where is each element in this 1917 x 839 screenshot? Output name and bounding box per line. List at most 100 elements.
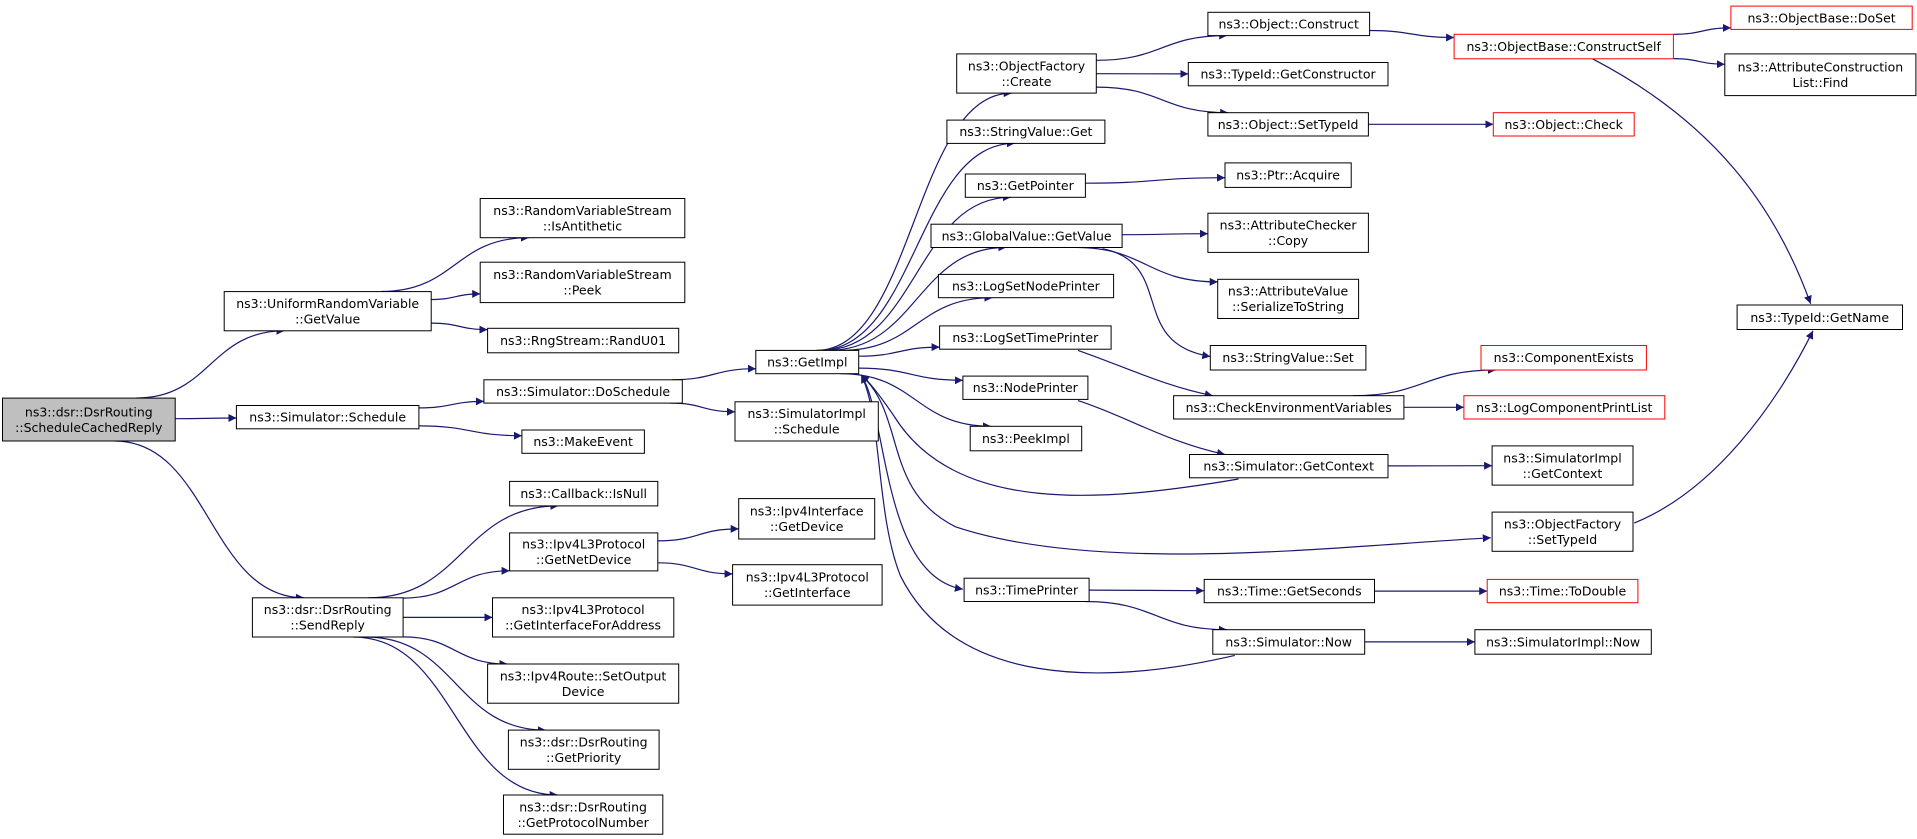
node-box[interactable] — [937, 273, 1115, 299]
node-stringvalue_set[interactable]: ns3::StringValue::Set — [1209, 345, 1367, 371]
node-checkenvvars[interactable]: ns3::CheckEnvironmentVariables — [1173, 395, 1405, 420]
node-sim_schedule[interactable]: ns3::Simulator::Schedule — [235, 405, 420, 430]
node-box[interactable] — [503, 794, 664, 835]
node-object_check[interactable]: ns3::Object::Check — [1492, 112, 1635, 137]
node-objfactory_create[interactable]: ns3::ObjectFactory::Create — [956, 53, 1097, 94]
node-box[interactable] — [930, 223, 1123, 248]
node-box[interactable] — [963, 577, 1090, 603]
node-getimpl[interactable]: ns3::GetImpl — [755, 349, 860, 375]
node-componentexists[interactable]: ns3::ComponentExists — [1480, 345, 1647, 371]
node-box[interactable] — [734, 401, 879, 442]
node-time_todouble[interactable]: ns3::Time::ToDouble — [1486, 578, 1639, 604]
node-sim_getcontext[interactable]: ns3::Simulator::GetContext — [1189, 454, 1389, 479]
node-rvs_peek[interactable]: ns3::RandomVariableStream::Peek — [479, 261, 686, 304]
node-box[interactable] — [487, 327, 680, 354]
node-box[interactable] — [1207, 212, 1369, 253]
node-dsr_getpriority[interactable]: ns3::dsr::DsrRouting::GetPriority — [507, 729, 660, 770]
node-box[interactable] — [1224, 162, 1352, 188]
node-stringvalue_get[interactable]: ns3::StringValue::Get — [946, 119, 1106, 144]
node-sim_now[interactable]: ns3::Simulator::Now — [1212, 629, 1366, 655]
node-box[interactable] — [1189, 454, 1389, 479]
node-rvs_isanti[interactable]: ns3::RandomVariableStream::IsAntithetic — [479, 198, 686, 239]
node-sendreply[interactable]: ns3::dsr::DsrRouting::SendReply — [251, 597, 404, 638]
node-box[interactable] — [732, 564, 883, 606]
node-attrchecker_copy[interactable]: ns3::AttributeChecker::Copy — [1207, 212, 1369, 253]
node-urv_getvalue[interactable]: ns3::UniformRandomVariable::GetValue — [223, 291, 432, 332]
node-box[interactable] — [1736, 304, 1903, 330]
node-box[interactable] — [509, 532, 659, 572]
node-ptr_acquire[interactable]: ns3::Ptr::Acquire — [1224, 162, 1352, 188]
node-simimpl_getcontext[interactable]: ns3::SimulatorImpl::GetContext — [1491, 445, 1634, 486]
node-box[interactable] — [479, 261, 686, 304]
node-box[interactable] — [1491, 445, 1634, 486]
node-box[interactable] — [738, 498, 876, 540]
node-objbase_constructself[interactable]: ns3::ObjectBase::ConstructSelf — [1453, 33, 1674, 60]
node-logsettimeprinter[interactable]: ns3::LogSetTimePrinter — [939, 325, 1112, 350]
node-objbase_doset[interactable]: ns3::ObjectBase::DoSet — [1730, 5, 1913, 30]
node-object_settypeid[interactable]: ns3::Object::SetTypeId — [1207, 112, 1369, 137]
node-box[interactable] — [483, 379, 683, 404]
node-box[interactable] — [1207, 112, 1369, 137]
node-box[interactable] — [1203, 578, 1375, 604]
node-attrvalue_serialize[interactable]: ns3::AttributeValue::SerializeToString — [1217, 278, 1360, 319]
node-objfactory_settypeid[interactable]: ns3::ObjectFactory::SetTypeId — [1491, 511, 1634, 552]
node-box[interactable] — [1463, 395, 1666, 420]
node-box[interactable] — [487, 663, 680, 704]
node-time_getseconds[interactable]: ns3::Time::GetSeconds — [1203, 578, 1375, 604]
node-box[interactable] — [964, 173, 1086, 198]
node-simimpl_schedule[interactable]: ns3::SimulatorImpl::Schedule — [734, 401, 879, 442]
node-box[interactable] — [521, 429, 645, 454]
node-object_construct[interactable]: ns3::Object::Construct — [1207, 11, 1371, 37]
node-box[interactable] — [235, 405, 420, 430]
node-box[interactable] — [2, 397, 176, 442]
node-box[interactable] — [1187, 62, 1389, 87]
node-box[interactable] — [1486, 578, 1639, 604]
node-box[interactable] — [479, 198, 686, 239]
node-ipv4if_getdevice[interactable]: ns3::Ipv4Interface::GetDevice — [738, 498, 876, 540]
node-box[interactable] — [956, 53, 1097, 94]
node-root[interactable]: ns3::dsr::DsrRouting::ScheduleCachedRepl… — [2, 397, 176, 442]
node-box[interactable] — [1492, 112, 1635, 137]
node-globalvalue_getvalue[interactable]: ns3::GlobalValue::GetValue — [930, 223, 1123, 248]
node-nodeprinter[interactable]: ns3::NodePrinter — [962, 375, 1089, 400]
node-timeprinter[interactable]: ns3::TimePrinter — [963, 577, 1090, 603]
node-logsetnodeprinter[interactable]: ns3::LogSetNodePrinter — [937, 273, 1115, 299]
node-logcomponentprintlist[interactable]: ns3::LogComponentPrintList — [1463, 395, 1666, 420]
node-box[interactable] — [1724, 53, 1917, 97]
node-box[interactable] — [1730, 5, 1913, 30]
node-box[interactable] — [755, 349, 860, 375]
node-typeid_getname[interactable]: ns3::TypeId::GetName — [1736, 304, 1903, 330]
node-sim_doschedule[interactable]: ns3::Simulator::DoSchedule — [483, 379, 683, 404]
node-box[interactable] — [939, 325, 1112, 350]
node-box[interactable] — [223, 291, 432, 332]
node-rng_randu01[interactable]: ns3::RngStream::RandU01 — [487, 327, 680, 354]
node-box[interactable] — [1173, 395, 1405, 420]
node-ipv4l3_getnetdevice[interactable]: ns3::Ipv4L3Protocol::GetNetDevice — [509, 532, 659, 572]
node-box[interactable] — [1453, 33, 1674, 60]
node-box[interactable] — [507, 729, 660, 770]
node-ipv4l3_getifaddr[interactable]: ns3::Ipv4L3Protocol::GetInterfaceForAddr… — [492, 597, 675, 638]
node-cb_isnull[interactable]: ns3::Callback::IsNull — [509, 480, 659, 507]
node-box[interactable] — [969, 425, 1083, 452]
node-simimpl_now[interactable]: ns3::SimulatorImpl::Now — [1474, 629, 1652, 655]
node-box[interactable] — [1480, 345, 1647, 371]
node-box[interactable] — [492, 597, 675, 638]
node-box[interactable] — [1207, 11, 1371, 37]
node-typeid_getconstructor[interactable]: ns3::TypeId::GetConstructor — [1187, 62, 1389, 87]
node-box[interactable] — [1217, 278, 1360, 319]
node-peekimpl[interactable]: ns3::PeekImpl — [969, 425, 1083, 452]
node-box[interactable] — [1212, 629, 1366, 655]
node-box[interactable] — [946, 119, 1106, 144]
node-ipv4l3_getinterface[interactable]: ns3::Ipv4L3Protocol::GetInterface — [732, 564, 883, 606]
node-box[interactable] — [509, 480, 659, 507]
node-box[interactable] — [251, 597, 404, 638]
node-box[interactable] — [962, 375, 1089, 400]
node-box[interactable] — [1209, 345, 1367, 371]
node-box[interactable] — [1474, 629, 1652, 655]
node-dsr_getprotonum[interactable]: ns3::dsr::DsrRouting::GetProtocolNumber — [503, 794, 664, 835]
node-box[interactable] — [1491, 511, 1634, 552]
node-getpointer[interactable]: ns3::GetPointer — [964, 173, 1086, 198]
node-makeevent[interactable]: ns3::MakeEvent — [521, 429, 645, 454]
